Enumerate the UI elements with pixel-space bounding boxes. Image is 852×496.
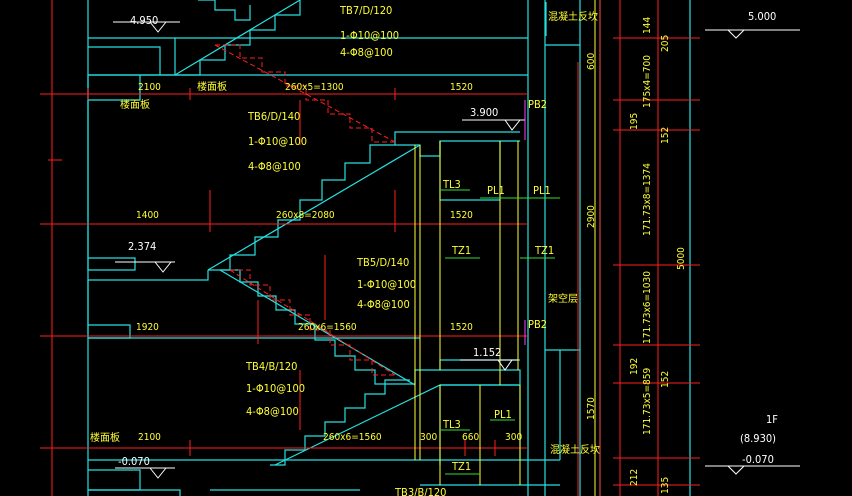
vdim-171x6: 171.73x6=1030 — [642, 271, 653, 344]
elevation-label-2374: 2.374 — [128, 240, 156, 253]
tb7-rebar-1: 1-Φ10@100 — [340, 29, 399, 42]
pb2-label-b: PB2 — [528, 318, 547, 331]
dim-1520-a: 1520 — [450, 82, 473, 93]
vdim-135: 135 — [660, 477, 671, 494]
void-floor-label: 架空层 — [548, 292, 578, 305]
dim-1920: 1920 — [136, 322, 159, 333]
tb3-name: TB3/B/120 — [394, 486, 446, 496]
tl3-label-a: TL3 — [442, 178, 461, 191]
tb7-rebar-2: 4-Φ8@100 — [340, 46, 393, 59]
floor-slab-label-top: 楼面板 — [197, 80, 227, 93]
vdim-152-b: 152 — [660, 371, 671, 388]
columns-and-beams — [414, 0, 596, 496]
elevation-label-4950: 4.950 — [130, 14, 158, 27]
floor-elevation-value: (8.930) — [740, 432, 776, 445]
structure-outlines — [87, 0, 691, 496]
tz1-label-b: TZ1 — [534, 244, 554, 257]
vdim-171x5: 171.73x5=859 — [642, 368, 653, 435]
dim-1520-c: 1520 — [450, 322, 473, 333]
tb7-name: TB7/D/120 — [339, 4, 392, 17]
elevation-label-5000: 5.000 — [748, 10, 776, 23]
floor-slab-label-bottom: 楼面板 — [90, 431, 120, 444]
dimension-lines — [40, 0, 700, 496]
vdim-212: 212 — [629, 469, 640, 486]
dim-1520-b: 1520 — [450, 210, 473, 221]
pl1-label-a: PL1 — [487, 184, 505, 197]
elevation-label-m0070-b: -0.070 — [742, 453, 774, 466]
elevation-label-m0070-a: -0.070 — [118, 455, 150, 468]
vdim-205: 205 — [660, 35, 671, 52]
floor-slab-label-mid: 楼面板 — [120, 98, 150, 111]
tl3-label-b: TL3 — [442, 418, 461, 431]
vdim-2900: 2900 — [586, 205, 597, 228]
vdim-192: 192 — [629, 358, 640, 375]
vdim-1570: 1570 — [586, 397, 597, 420]
vdim-5000: 5000 — [676, 247, 687, 270]
tz1-label-c: TZ1 — [451, 460, 471, 473]
pl1-label-b: PL1 — [533, 184, 551, 197]
vdim-144: 144 — [642, 17, 653, 34]
dim-2100-bottom: 2100 — [138, 432, 161, 443]
tz1-label-a: TZ1 — [451, 244, 471, 257]
elevation-label-1152: 1.152 — [473, 346, 501, 359]
vdim-175x4: 175x4=700 — [642, 55, 653, 108]
dim-260x5: 260x5=1300 — [285, 82, 344, 93]
tb5-rebar-2: 4-Φ8@100 — [357, 298, 410, 311]
concrete-upstand-top: 混凝土反坎 — [548, 10, 598, 23]
tb5-rebar-1: 1-Φ10@100 — [357, 278, 416, 291]
elevation-markers — [113, 21, 800, 479]
dim-2100-top: 2100 — [138, 82, 161, 93]
vdim-152-a: 152 — [660, 127, 671, 144]
tb4-name: TB4/B/120 — [245, 360, 297, 373]
vertical-dimension-labels: 600 2900 1570 144 205 175x4=700 195 152 … — [586, 17, 687, 494]
vdim-600: 600 — [586, 53, 597, 70]
dim-1400: 1400 — [136, 210, 159, 221]
dim-660: 660 — [462, 432, 479, 443]
dim-260x6-b: 260x6=1560 — [323, 432, 382, 443]
elevation-label-3900: 3.900 — [470, 106, 498, 119]
dim-260x6-a: 260x6=1560 — [298, 322, 357, 333]
tb6-rebar-2: 4-Φ8@100 — [248, 160, 301, 173]
dim-260x8: 260x8=2080 — [276, 210, 335, 221]
tb6-name: TB6/D/140 — [247, 110, 300, 123]
dashed-stair-profiles — [214, 44, 396, 376]
tb4-rebar-2: 4-Φ8@100 — [246, 405, 299, 418]
text-labels: 4.950 TB7/D/120 1-Φ10@100 4-Φ8@100 混凝土反坎… — [90, 4, 778, 496]
pl1-label-c: PL1 — [494, 408, 512, 421]
tb6-rebar-1: 1-Φ10@100 — [248, 135, 307, 148]
tb4-rebar-1: 1-Φ10@100 — [246, 382, 305, 395]
concrete-upstand-bottom: 混凝土反坎 — [550, 443, 600, 456]
pb2-label-a: PB2 — [528, 98, 547, 111]
floor-level-1f: 1F — [766, 413, 778, 426]
vdim-171x8: 171.73x8=1374 — [642, 163, 653, 236]
tb5-name: TB5/D/140 — [356, 256, 409, 269]
dim-300-a: 300 — [420, 432, 437, 443]
dim-300-b: 300 — [505, 432, 522, 443]
vdim-195: 195 — [629, 113, 640, 130]
